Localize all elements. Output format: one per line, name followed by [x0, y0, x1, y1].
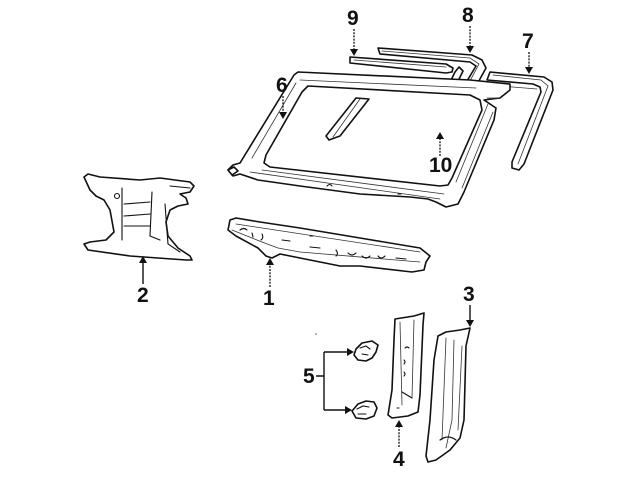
- arrow-icon: [345, 406, 352, 414]
- callout-4[interactable]: 4: [393, 420, 405, 471]
- callout-6[interactable]: 6: [276, 74, 288, 119]
- arrow-icon: [395, 420, 403, 427]
- callout-3[interactable]: 3: [463, 283, 475, 327]
- callout-9[interactable]: 9: [347, 7, 359, 56]
- callout-label-10: 10: [429, 154, 452, 177]
- arrow-icon: [436, 132, 444, 139]
- arrow-icon: [279, 112, 287, 119]
- callout-10[interactable]: 10: [429, 132, 452, 177]
- part-9-upper-reveal-molding: [349, 56, 454, 74]
- stray-mark: [315, 333, 317, 335]
- arrow-icon: [466, 46, 474, 53]
- arrow-icon: [350, 49, 358, 56]
- callout-label-5: 5: [303, 365, 315, 388]
- callout-label-4: 4: [393, 448, 405, 471]
- callout-1[interactable]: 1: [263, 258, 275, 310]
- callout-label-8: 8: [462, 4, 474, 27]
- part-6-windshield-frame: [227, 71, 511, 208]
- part-3-pillar-trim-panel: [425, 327, 471, 463]
- callout-label-1: 1: [263, 287, 275, 310]
- part-2-cowl-side-bracket: [83, 173, 195, 261]
- arrow-icon: [266, 258, 274, 265]
- callout-5[interactable]: 5: [303, 348, 354, 414]
- callout-2[interactable]: 2: [137, 256, 149, 307]
- part-7-outer-drip-molding: [486, 71, 554, 171]
- part-5-retaining-clips: [351, 340, 379, 420]
- arrow-icon: [525, 67, 533, 74]
- callout-label-6: 6: [276, 74, 288, 97]
- callout-8[interactable]: 8: [462, 4, 474, 53]
- callout-label-7: 7: [522, 30, 534, 53]
- callout-label-3: 3: [463, 283, 475, 306]
- part-1-cowl-panel: [227, 217, 431, 273]
- callout-7[interactable]: 7: [522, 30, 534, 74]
- arrow-icon: [347, 348, 354, 356]
- callout-label-2: 2: [137, 284, 149, 307]
- callout-label-9: 9: [347, 7, 359, 30]
- part-4-pillar-reinforcement: [387, 312, 425, 419]
- arrow-icon: [139, 256, 147, 263]
- arrow-icon: [466, 320, 474, 327]
